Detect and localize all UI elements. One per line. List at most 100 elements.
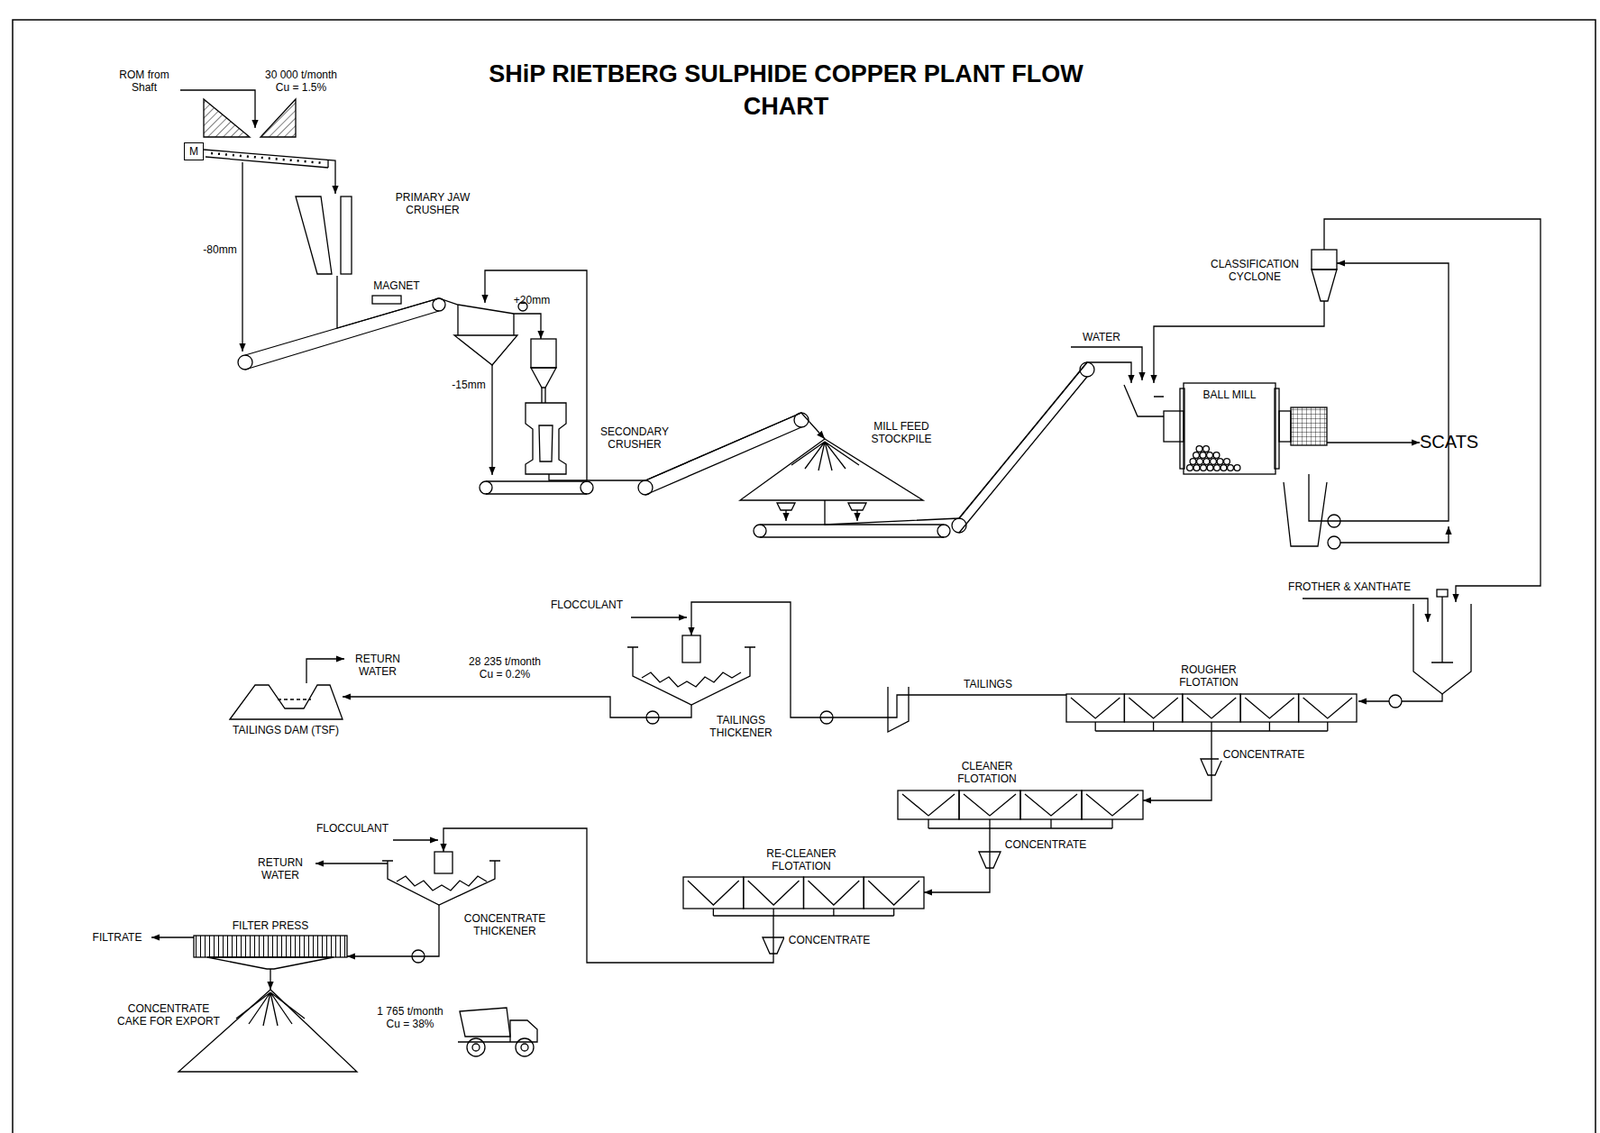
size-label: +20mm bbox=[512, 293, 552, 307]
filter-press-symbol bbox=[193, 935, 348, 958]
conditioning-tank bbox=[1389, 694, 1402, 708]
stream-label: RETURN WATER bbox=[349, 652, 406, 678]
haul-truck bbox=[515, 1038, 534, 1057]
stream-label: RETURN WATER bbox=[252, 856, 309, 882]
flow-line bbox=[443, 828, 774, 963]
stockpile-symbol bbox=[740, 438, 924, 501]
tailings-sump bbox=[887, 686, 909, 732]
cyclone-symbol bbox=[1323, 301, 1325, 307]
haul-truck bbox=[521, 1043, 529, 1052]
rom-hopper bbox=[260, 99, 296, 138]
flotation-cell bbox=[808, 880, 860, 906]
reagent-line bbox=[1302, 598, 1428, 622]
flotation-cell bbox=[902, 794, 955, 816]
rom-hopper bbox=[180, 90, 256, 128]
haul-truck bbox=[457, 1007, 538, 1057]
flow-line bbox=[342, 696, 692, 718]
equipment-label: CONCENTRATE CAKE FOR EXPORT bbox=[112, 1002, 225, 1028]
flotation-cell bbox=[1095, 722, 1097, 732]
jaw-crusher-symbol bbox=[340, 196, 352, 275]
ball-mill-symbol bbox=[1179, 388, 1185, 469]
conveyor bbox=[959, 376, 1088, 533]
stream-label: CONCENTRATE bbox=[784, 933, 875, 947]
recycle-line bbox=[484, 270, 587, 481]
flotation-cell bbox=[1210, 722, 1212, 732]
tailings-dam: TAILINGS DAM (TSF) bbox=[229, 683, 343, 720]
haul-truck bbox=[472, 1043, 480, 1052]
equipment-label: CLEANER FLOTATION bbox=[941, 759, 1033, 786]
jaw-crusher-symbol bbox=[295, 196, 332, 275]
stockpile-symbol bbox=[791, 441, 860, 471]
scats-outlet: SCATS bbox=[1419, 430, 1485, 455]
ball-mill-symbol bbox=[1183, 383, 1276, 475]
ball-mill-symbol bbox=[1210, 458, 1217, 466]
filter-press-symbol bbox=[193, 935, 348, 970]
rougher-flotation: ROUGHER FLOTATION bbox=[1066, 602, 1479, 732]
flotation-cell bbox=[927, 819, 929, 829]
filter-press: FILTER PRESS bbox=[193, 935, 348, 970]
ball-mill-symbol bbox=[1187, 446, 1241, 472]
stream-label: FILTRATE bbox=[85, 931, 149, 944]
reagent-label: WATER bbox=[1074, 330, 1129, 344]
reagent-label: FROTHER & XANTHATE bbox=[1272, 580, 1427, 594]
surge-bin bbox=[530, 367, 557, 388]
thickener-symbol bbox=[627, 647, 756, 705]
flow-line bbox=[1308, 263, 1449, 522]
ball-mill-symbol bbox=[1214, 465, 1221, 472]
filtrate-line bbox=[151, 936, 194, 938]
equipment-label: CLASSIFICATION CYCLONE bbox=[1203, 257, 1308, 284]
ball-mill-symbol bbox=[1220, 465, 1227, 472]
tailings-dam-symbol bbox=[229, 685, 343, 720]
equipment-label: SECONDARY CRUSHER bbox=[589, 425, 680, 451]
ball-mill-symbol bbox=[1196, 446, 1203, 453]
cone-crusher-symbol bbox=[525, 402, 567, 475]
flotation-cell bbox=[959, 790, 1021, 820]
flow-line bbox=[1324, 219, 1541, 603]
ball-mill: BALL MILL bbox=[1122, 383, 1327, 475]
concentrate-stockpile: CONCENTRATE CAKE FOR EXPORT bbox=[178, 989, 357, 1072]
re-cleaner-flotation: RE-CLEANER FLOTATION bbox=[683, 877, 924, 916]
flotation-cell bbox=[1020, 790, 1082, 820]
flotation-cell bbox=[1244, 697, 1294, 719]
flotation-cell bbox=[1050, 819, 1052, 829]
flocculant-line bbox=[393, 839, 439, 841]
conveyor bbox=[759, 536, 944, 538]
flow-line bbox=[1326, 441, 1420, 443]
stockpile-symbol bbox=[740, 438, 924, 522]
flotation-cell bbox=[743, 877, 805, 909]
ball-mill-symbol bbox=[1234, 465, 1241, 472]
equipment-label: TAILINGS DAM (TSF) bbox=[195, 723, 376, 737]
feeder-motor: M bbox=[183, 142, 204, 161]
equipment-label: ROUGHER FLOTATION bbox=[1163, 663, 1254, 689]
flotation-cell bbox=[1066, 694, 1125, 723]
flow-line bbox=[824, 362, 1132, 525]
ball-mill-symbol bbox=[1163, 411, 1184, 442]
flotation-cell bbox=[1152, 722, 1154, 732]
ball-mill-symbol bbox=[1199, 452, 1207, 459]
conditioning-tank bbox=[1436, 589, 1448, 597]
flotation-cell bbox=[893, 908, 895, 916]
magnet-symbol bbox=[372, 295, 402, 304]
cyclone-symbol bbox=[1311, 269, 1337, 302]
stockpile-symbol bbox=[856, 510, 858, 522]
flotation-cell bbox=[804, 877, 865, 909]
ball-mill-symbol bbox=[1224, 458, 1231, 466]
drawing bbox=[12, 19, 1596, 1133]
ball-mill-symbol bbox=[1193, 465, 1200, 472]
undersize-line bbox=[241, 162, 243, 352]
flow-rate-label: 1 765 t/month Cu = 38% bbox=[372, 1005, 449, 1031]
concentrate-pile bbox=[178, 989, 357, 1072]
flow-line bbox=[203, 149, 336, 194]
surge-bin bbox=[530, 338, 557, 403]
frame bbox=[12, 19, 1596, 1133]
vibrating-screen bbox=[454, 301, 528, 366]
return-water-line bbox=[315, 862, 388, 864]
reagent-line bbox=[1302, 598, 1428, 622]
cone-crusher-symbol bbox=[525, 402, 567, 475]
flow-line bbox=[923, 828, 990, 893]
conveyor bbox=[485, 493, 587, 494]
conveyor bbox=[245, 310, 439, 370]
cyclone-symbol bbox=[1311, 249, 1337, 307]
